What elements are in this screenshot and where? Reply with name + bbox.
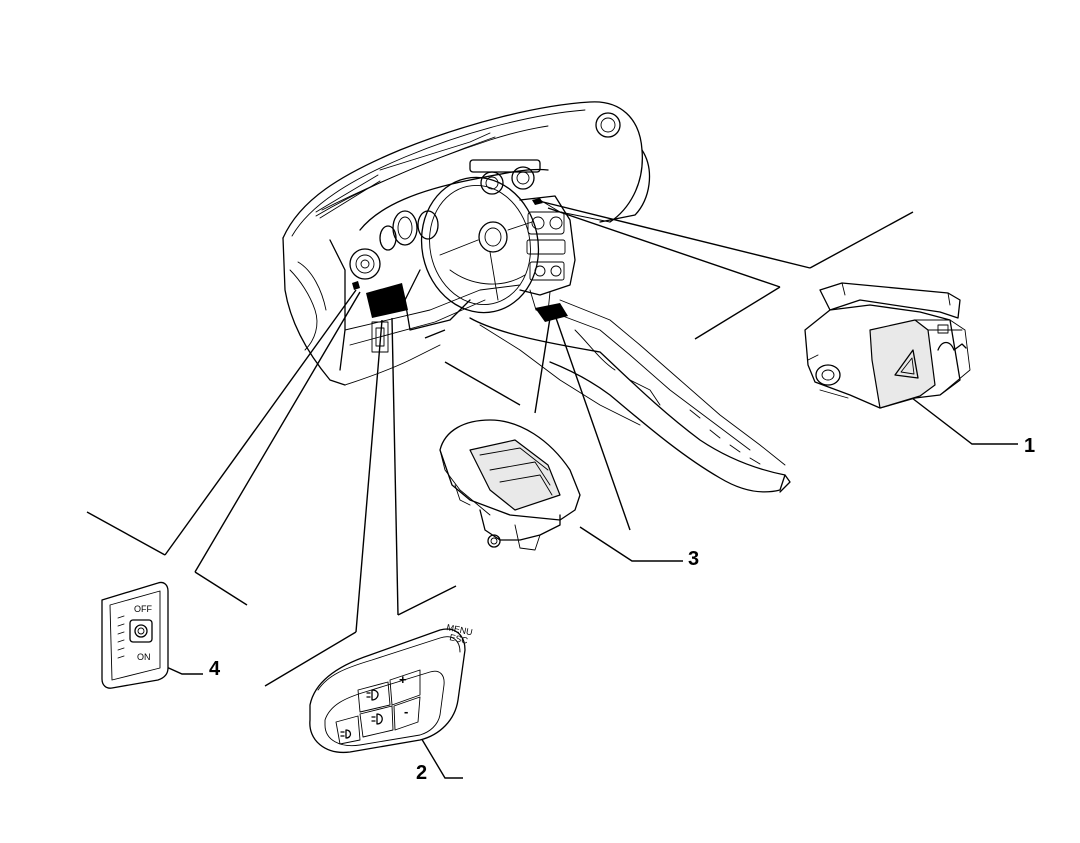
callout-labels: 1 2 3 4 [209,435,1035,784]
minus-button-label: - [404,704,408,719]
off-label: OFF [134,604,152,614]
part-1-location-marker [532,198,543,205]
part-2-location-marker [366,283,408,318]
esc-label: ESC [449,632,470,646]
on-label: ON [137,652,151,662]
callout-4: 4 [209,658,221,680]
part-4-location-marker [352,281,360,290]
part-2-switch-panel: + - MENU ESC [309,622,474,754]
callout-1: 1 [1024,435,1035,457]
callout-3: 3 [688,548,699,570]
part-3-location-marker [535,303,568,322]
leader-lines [86,201,1018,779]
part-1-hazard-switch [804,282,971,409]
part-4-dimmer-switch: OFF ON [101,581,169,689]
callout-2: 2 [416,762,427,784]
plus-button-label: + [399,672,407,687]
dashboard-assembly [282,101,791,493]
part-3-console-bezel [439,419,581,551]
